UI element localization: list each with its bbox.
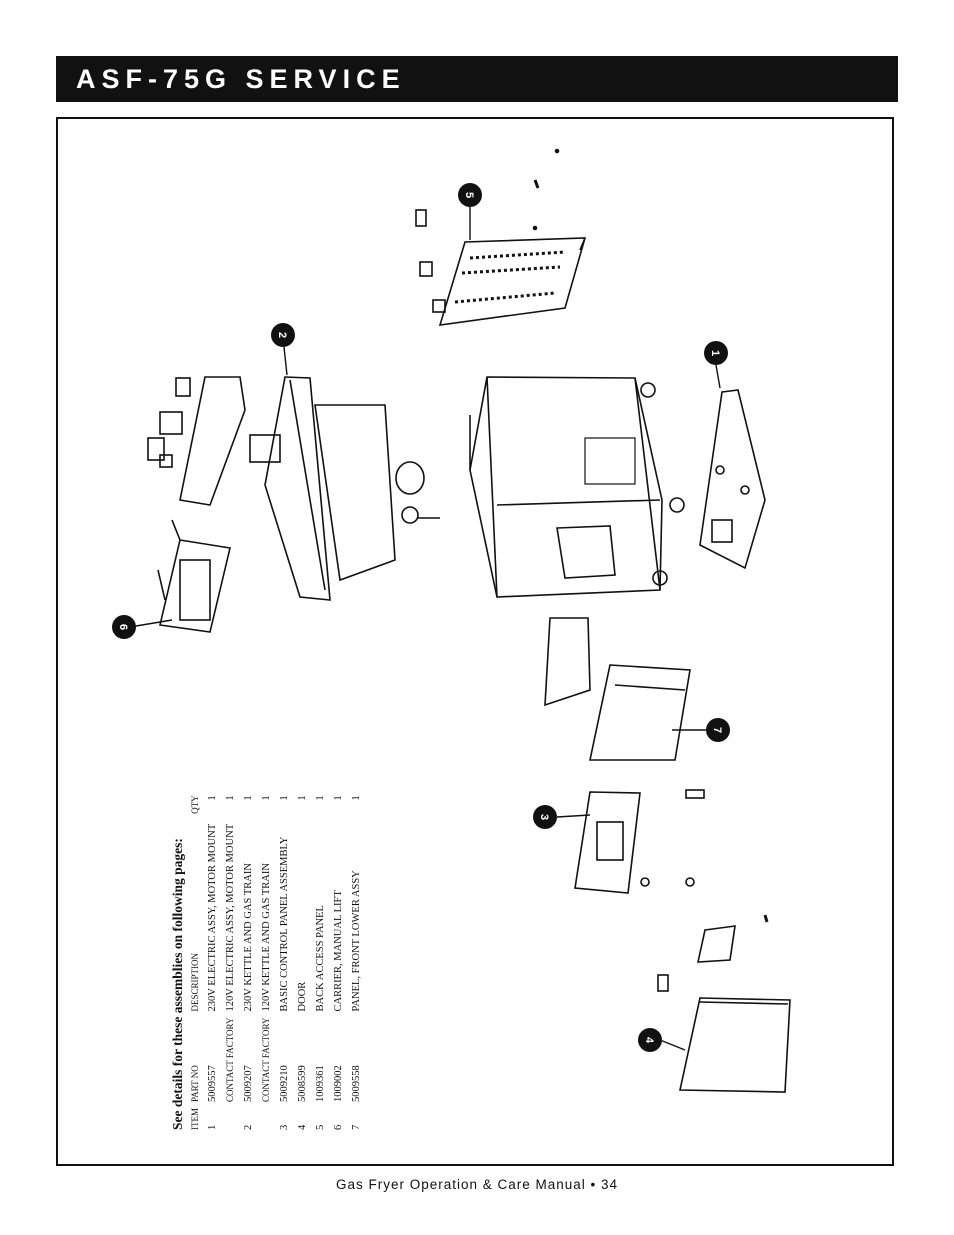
part-no-cell: CONTACT FACTORY	[225, 1017, 235, 1102]
part-no-cell: CONTACT FACTORY	[261, 1017, 271, 1102]
qty-cell: 1	[261, 795, 272, 801]
callout-4: 4	[643, 1037, 655, 1044]
description-cell: DOOR	[297, 981, 308, 1012]
item-cell: 1	[207, 1124, 218, 1130]
item-cell: 4	[297, 1124, 308, 1130]
qty-cell: 1	[297, 795, 308, 801]
callout-7: 7	[711, 727, 723, 733]
item-cell: 2	[243, 1124, 254, 1130]
description-cell: BACK ACCESS PANEL	[315, 905, 326, 1012]
page-footer: Gas Fryer Operation & Care Manual • 34	[0, 1177, 954, 1192]
callout-1: 1	[709, 350, 721, 356]
table-row: 5 1009361 BACK ACCESS PANEL 1	[312, 789, 330, 1130]
diagram-frame	[56, 117, 894, 1166]
part-no-cell: 1009002	[333, 1065, 344, 1102]
callout-2: 2	[276, 332, 288, 338]
footer-text: Gas Fryer Operation & Care Manual • 34	[335, 1177, 619, 1192]
item-cell: 3	[279, 1124, 290, 1130]
door-drawing	[657, 914, 791, 1093]
qty-cell: 1	[225, 795, 236, 801]
page-header: ASF-75G SERVICE	[56, 56, 898, 102]
qty-cell: 1	[207, 795, 218, 801]
part-no-cell: 1009361	[315, 1065, 326, 1102]
description-cell: 120V ELECTRIC ASSY, MOTOR MOUNT	[225, 823, 236, 1012]
table-row: 2 5009207 230V KETTLE AND GAS TRAIN 1	[240, 789, 258, 1130]
control-panel-drawing	[574, 789, 705, 894]
kettle-gas-train-drawing	[249, 376, 440, 601]
description-cell: 230V KETTLE AND GAS TRAIN	[243, 863, 254, 1012]
back-access-panel-drawing	[415, 148, 587, 326]
item-cell: 5	[315, 1124, 326, 1130]
callout-5: 5	[463, 192, 475, 198]
part-no-cell: 5009558	[351, 1065, 362, 1102]
table-row: 6 1009002 CARRIER, MANUAL LIFT 1	[330, 789, 348, 1130]
qty-cell: 1	[351, 795, 362, 801]
qty-cell: 1	[243, 795, 254, 801]
col-description: DESCRIPTION	[190, 952, 200, 1012]
description-cell: BASIC CONTROL PANEL ASSEMBLY	[279, 836, 290, 1012]
col-qty: QTY	[190, 795, 200, 814]
parts-list-heading: See details for these assemblies on foll…	[170, 838, 185, 1130]
motor-mount-assembly-drawing	[699, 389, 766, 570]
callout-6: 6	[117, 624, 129, 630]
part-no-cell: 5008599	[297, 1065, 308, 1102]
description-cell: 120V KETTLE AND GAS TRAIN	[261, 863, 272, 1012]
qty-cell: 1	[315, 795, 326, 801]
part-no-cell: 5009210	[279, 1065, 290, 1102]
item-cell	[258, 1102, 276, 1130]
item-cell	[222, 1102, 240, 1130]
col-item: ITEM	[190, 1108, 200, 1130]
parts-table: ITEM PART NO DESCRIPTION QTY 1 5009557 2…	[188, 789, 366, 1130]
item-cell: 6	[333, 1124, 344, 1130]
page-title: ASF-75G SERVICE	[76, 64, 406, 94]
parts-list: See details for these assemblies on foll…	[170, 750, 380, 1130]
description-cell: PANEL, FRONT LOWER ASSY	[351, 870, 362, 1012]
callout-3: 3	[538, 814, 550, 820]
part-no-cell: 5009207	[243, 1065, 254, 1102]
qty-cell: 1	[279, 795, 290, 801]
parts-table-header: ITEM PART NO DESCRIPTION QTY	[188, 789, 204, 1130]
qty-cell: 1	[333, 795, 344, 801]
burner-box-drawing	[147, 376, 246, 506]
table-row: CONTACT FACTORY 120V ELECTRIC ASSY, MOTO…	[222, 789, 240, 1130]
col-part-no: PART NO	[190, 1065, 200, 1102]
table-row: 3 5009210 BASIC CONTROL PANEL ASSEMBLY 1	[276, 789, 294, 1130]
table-row: 1 5009557 230V ELECTRIC ASSY, MOTOR MOUN…	[204, 789, 222, 1130]
item-cell: 7	[351, 1124, 362, 1130]
table-row: 7 5009558 PANEL, FRONT LOWER ASSY 1	[348, 789, 366, 1130]
description-cell: 230V ELECTRIC ASSY, MOTOR MOUNT	[207, 823, 218, 1012]
table-row: 4 5008599 DOOR 1	[294, 789, 312, 1130]
part-no-cell: 5009557	[207, 1065, 218, 1102]
cabinet-drawing	[469, 376, 685, 598]
description-cell: CARRIER, MANUAL LIFT	[333, 890, 344, 1012]
carrier-drawing	[157, 519, 231, 633]
front-panel-drawing	[544, 617, 691, 761]
table-row: CONTACT FACTORY 120V KETTLE AND GAS TRAI…	[258, 789, 276, 1130]
